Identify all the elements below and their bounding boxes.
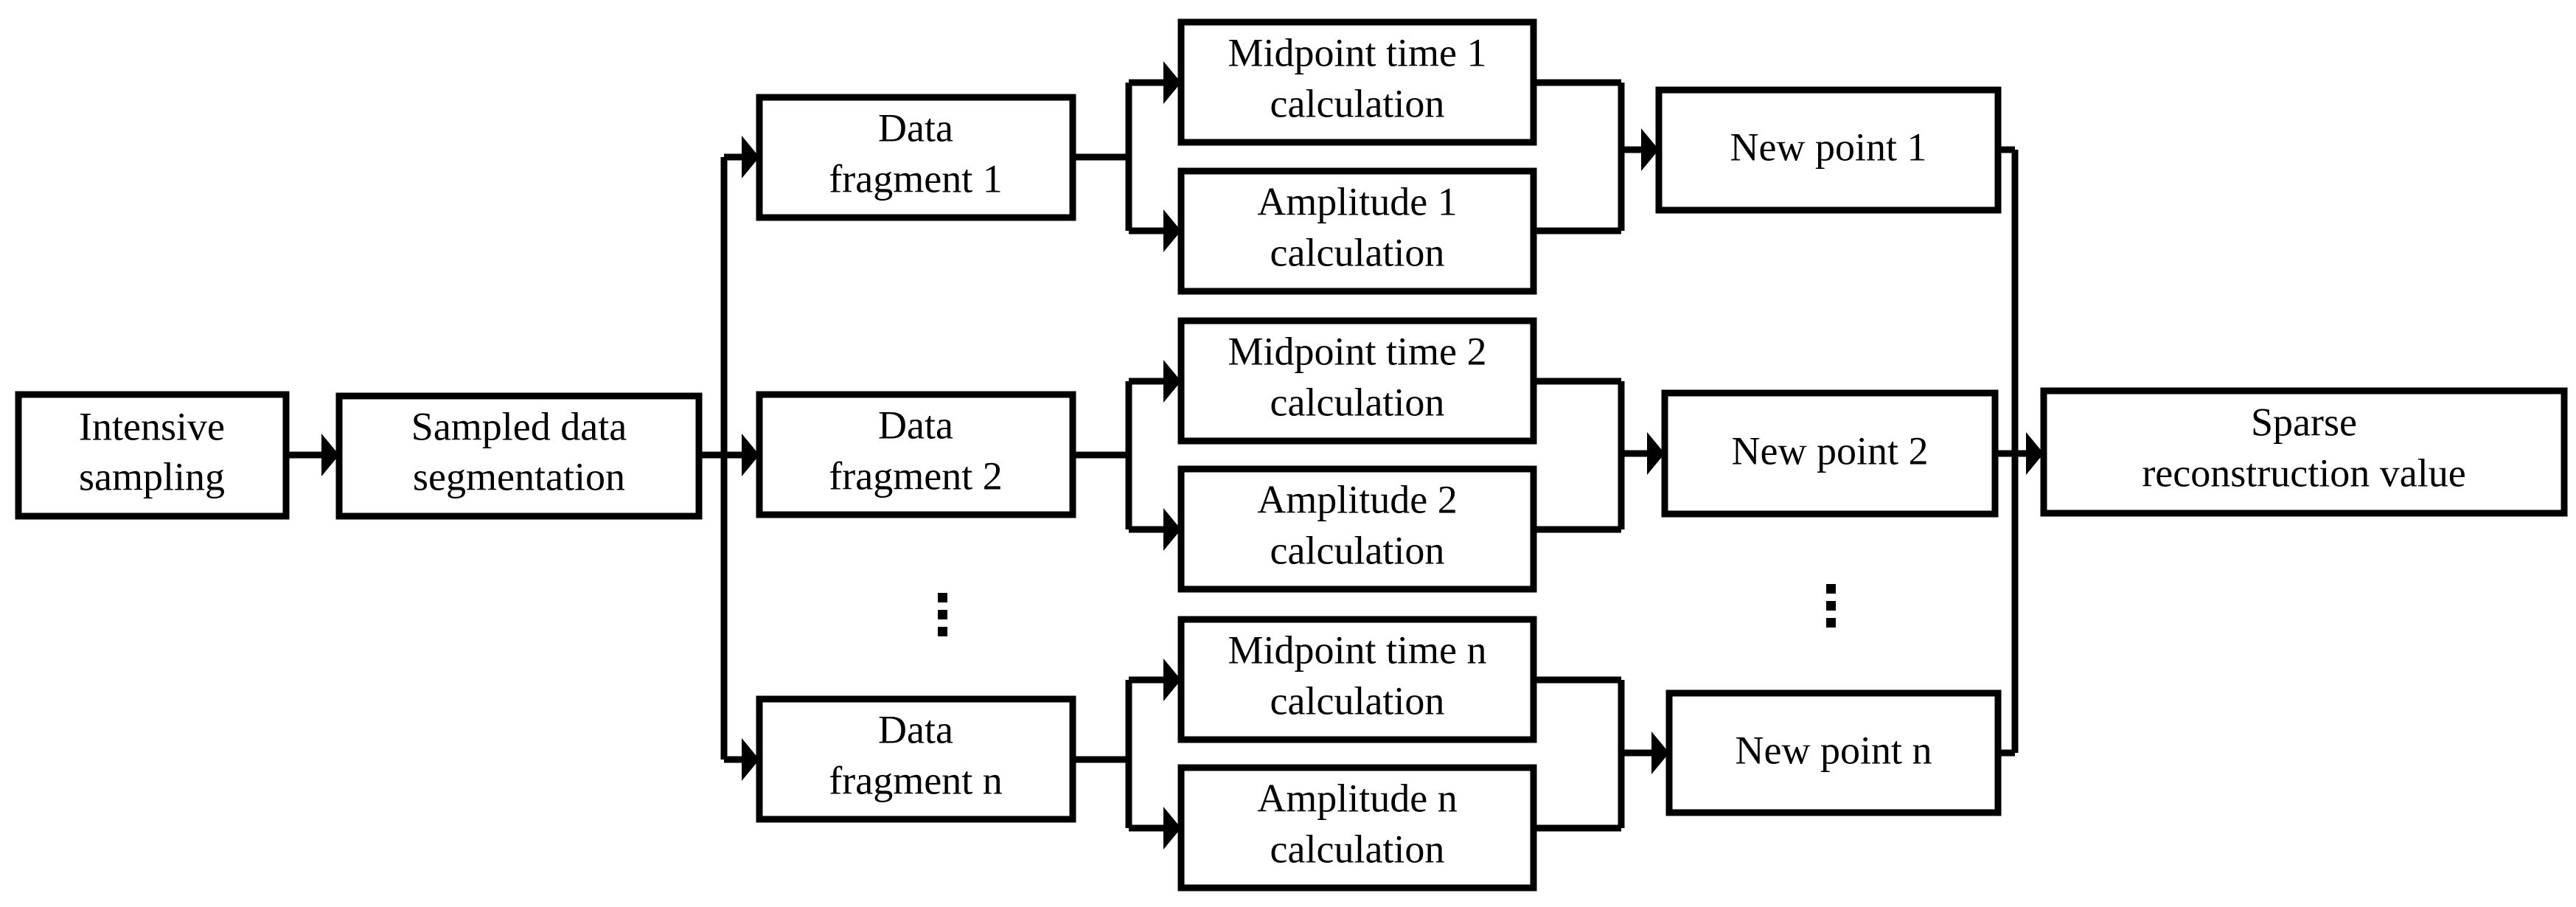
node-amplitude-1-calculation[interactable]: Amplitude 1 calculation — [1177, 167, 1537, 295]
edge-calc1-merge-to-newpoint1 — [1534, 79, 1659, 234]
node-data-fragment-2[interactable]: Data fragment 2 — [756, 391, 1076, 518]
data-fragment-n-line1: Data — [878, 707, 953, 751]
node-midpoint-time-2-calculation[interactable]: Midpoint time 2 calculation — [1177, 317, 1537, 445]
sparse-reconstruction-line1: Sparse — [2251, 400, 2357, 444]
amplitude-2-line1: Amplitude 2 — [1257, 477, 1457, 521]
amplitude-2-line2: calculation — [1270, 528, 1445, 572]
edge-fragment2-split — [1073, 360, 1181, 551]
data-fragment-1-line1: Data — [878, 105, 953, 150]
node-midpoint-time-1-calculation[interactable]: Midpoint time 1 calculation — [1177, 18, 1537, 146]
node-amplitude-n-calculation[interactable]: Amplitude n calculation — [1177, 764, 1537, 892]
midpoint-time-n-line1: Midpoint time n — [1228, 628, 1487, 672]
new-point-1-label: New point 1 — [1730, 125, 1927, 169]
sampled-data-segmentation-line1: Sampled data — [411, 404, 627, 448]
sampled-data-segmentation-line2: segmentation — [413, 454, 625, 498]
node-amplitude-2-calculation[interactable]: Amplitude 2 calculation — [1177, 465, 1537, 593]
data-fragment-1-line2: fragment 1 — [829, 156, 1002, 201]
midpoint-time-2-line1: Midpoint time 2 — [1228, 329, 1487, 373]
node-sparse-reconstruction-value[interactable]: Sparse reconstruction value — [2040, 387, 2568, 517]
edge-fragmentn-split — [1073, 658, 1181, 849]
edge-intensive-to-segmentation — [286, 434, 339, 476]
amplitude-n-line1: Amplitude n — [1257, 776, 1457, 820]
edge-segmentation-to-branch — [699, 136, 759, 781]
node-data-fragment-1[interactable]: Data fragment 1 — [756, 94, 1076, 221]
node-new-point-2[interactable]: New point 2 — [1661, 389, 1999, 518]
node-data-fragment-n[interactable]: Data fragment n — [756, 695, 1076, 823]
data-fragment-n-line2: fragment n — [829, 758, 1002, 802]
node-sampled-data-segmentation[interactable]: Sampled data segmentation — [335, 392, 703, 520]
node-new-point-n[interactable]: New point n — [1665, 689, 2002, 816]
midpoint-time-1-line2: calculation — [1270, 81, 1445, 125]
new-point-n-label: New point n — [1736, 728, 1932, 772]
data-fragment-2-line1: Data — [878, 403, 953, 447]
intensive-sampling-line2: sampling — [79, 454, 225, 498]
vertical-ellipsis-icon-new-points — [1826, 584, 1836, 628]
edge-fragment1-split — [1073, 61, 1181, 252]
vertical-ellipsis-icon-fragments — [938, 593, 947, 636]
edge-calcn-merge-to-newpointn — [1534, 676, 1669, 832]
midpoint-time-1-line1: Midpoint time 1 — [1228, 30, 1487, 74]
node-midpoint-time-n-calculation[interactable]: Midpoint time n calculation — [1177, 616, 1537, 743]
node-intensive-sampling[interactable]: Intensive sampling — [15, 391, 290, 520]
edge-newpoints-to-sparse — [1995, 146, 2044, 757]
edge-calc2-merge-to-newpoint2 — [1534, 378, 1665, 533]
intensive-sampling-line1: Intensive — [79, 404, 225, 448]
midpoint-time-n-line2: calculation — [1270, 678, 1445, 723]
new-point-2-label: New point 2 — [1732, 428, 1929, 473]
data-fragment-2-line2: fragment 2 — [829, 454, 1002, 498]
sparse-reconstruction-line2: reconstruction value — [2142, 451, 2465, 495]
node-new-point-1[interactable]: New point 1 — [1655, 86, 2002, 214]
amplitude-1-line2: calculation — [1270, 230, 1445, 274]
amplitude-n-line2: calculation — [1270, 827, 1445, 871]
amplitude-1-line1: Amplitude 1 — [1257, 179, 1457, 223]
midpoint-time-2-line2: calculation — [1270, 380, 1445, 424]
